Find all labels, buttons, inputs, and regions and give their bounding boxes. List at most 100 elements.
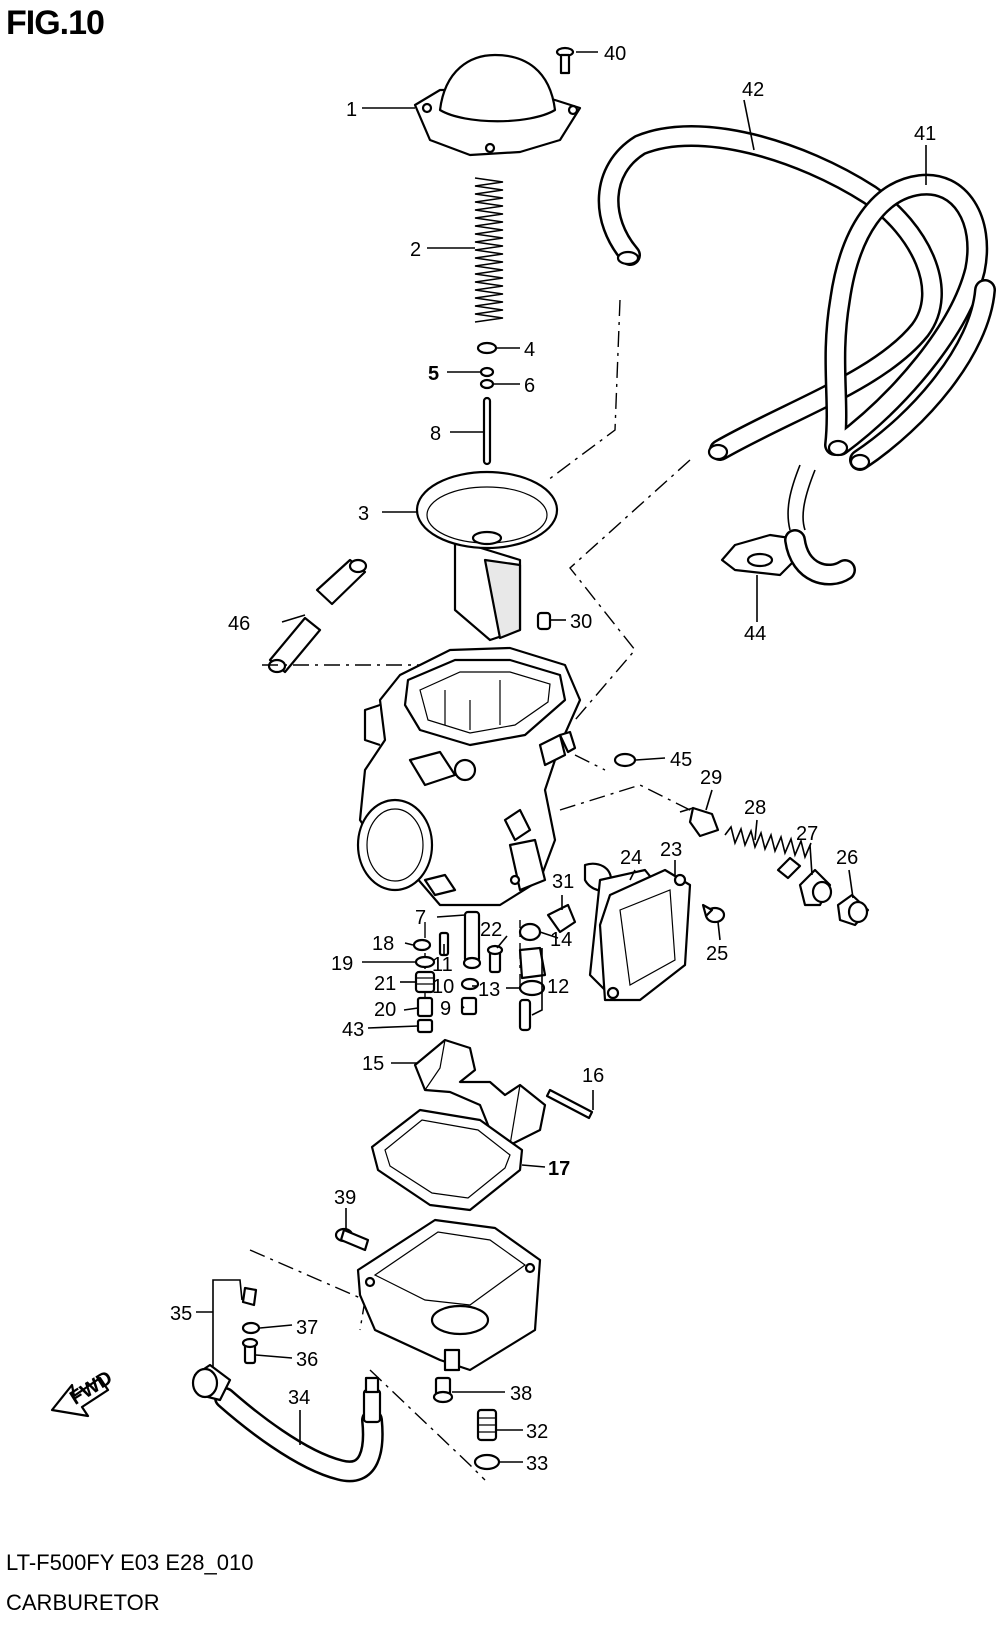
callout-44: 44	[744, 623, 766, 645]
nut-14[interactable]	[518, 922, 542, 942]
callout-10: 10	[432, 976, 454, 998]
spring-21[interactable]	[414, 970, 436, 994]
o-ring-13[interactable]	[518, 979, 546, 997]
leader-lines	[196, 51, 927, 1463]
fwd-label: FWD	[66, 1367, 116, 1410]
callout-32: 32	[526, 1421, 548, 1443]
pilot-screw-29[interactable]	[679, 806, 720, 838]
callout-labels: 1 2 3 4 5 6 7 8 9 10 11 12 13 14 15 16 1…	[170, 43, 936, 1475]
callout-26: 26	[836, 847, 858, 869]
callout-5: 5	[428, 363, 439, 385]
washer-33[interactable]	[473, 1453, 501, 1471]
callout-16: 16	[582, 1065, 604, 1087]
callout-22: 22	[480, 919, 502, 941]
washer-37[interactable]	[241, 1321, 261, 1335]
bracket-35[interactable]	[191, 1279, 258, 1402]
hose-46[interactable]	[267, 558, 368, 674]
assembly-line	[369, 1369, 486, 1481]
jet-43[interactable]	[416, 1018, 434, 1034]
screw-25[interactable]	[701, 903, 726, 924]
callout-45: 45	[670, 749, 692, 771]
callout-36: 36	[296, 1349, 318, 1371]
callout-11: 11	[432, 954, 453, 976]
assembly-line	[547, 299, 621, 481]
callout-17: 17	[548, 1158, 570, 1180]
callout-37: 37	[296, 1317, 318, 1339]
assembly-line	[574, 754, 606, 771]
callout-20: 20	[374, 999, 396, 1021]
callout-13: 13	[478, 979, 500, 1001]
callout-30: 30	[570, 611, 592, 633]
callout-1: 1	[346, 99, 357, 121]
vent-hose-41[interactable]	[824, 173, 996, 471]
callout-31: 31	[552, 871, 574, 893]
callout-6: 6	[524, 375, 535, 397]
main-jet-9[interactable]	[460, 996, 478, 1016]
assembly-line	[559, 784, 701, 816]
callout-4: 4	[524, 339, 535, 361]
jet-20[interactable]	[416, 996, 434, 1018]
callout-38: 38	[510, 1383, 532, 1405]
callout-25: 25	[706, 943, 728, 965]
washer-10[interactable]	[460, 977, 480, 991]
callout-24: 24	[620, 847, 642, 869]
cap-26[interactable]	[836, 893, 870, 927]
callout-28: 28	[744, 797, 766, 819]
callout-23: 23	[660, 839, 682, 861]
model-code: LT-F500FY E03 E28_010	[6, 1550, 254, 1575]
callout-39: 39	[334, 1187, 356, 1209]
jet-needle-8[interactable]	[482, 396, 492, 466]
float-pin-16[interactable]	[545, 1088, 594, 1120]
top-cap-1[interactable]	[413, 53, 582, 157]
assembly-line	[569, 459, 691, 721]
float-bowl-gasket-17[interactable]	[370, 1108, 524, 1212]
spring-32[interactable]	[476, 1408, 498, 1442]
callout-29: 29	[700, 767, 722, 789]
cover-23[interactable]	[598, 868, 692, 1002]
float-15[interactable]	[413, 1038, 547, 1147]
callout-35: 35	[170, 1303, 192, 1325]
callout-3: 3	[358, 503, 369, 525]
screw-36[interactable]	[241, 1337, 259, 1365]
screw-39[interactable]	[334, 1227, 370, 1252]
o-ring-45[interactable]	[613, 752, 637, 768]
hose-bracket-44[interactable]	[720, 464, 856, 586]
callout-43: 43	[342, 1019, 364, 1041]
callout-21: 21	[374, 973, 396, 995]
callout-14: 14	[550, 929, 572, 951]
callout-27: 27	[796, 823, 818, 845]
needle-jet-7[interactable]	[462, 910, 482, 970]
vent-hose-42[interactable]	[597, 124, 943, 461]
callout-2: 2	[410, 239, 421, 261]
callout-42: 42	[742, 79, 764, 101]
callout-46: 46	[228, 613, 250, 635]
spring-28[interactable]	[724, 825, 812, 880]
figure-title: FIG.10	[6, 4, 105, 42]
callout-12: 12	[547, 976, 569, 998]
callout-34: 34	[288, 1387, 310, 1409]
cap-27[interactable]	[798, 868, 833, 907]
jet-30[interactable]	[536, 611, 552, 631]
float-valve-12[interactable]	[518, 946, 547, 1032]
carburetor-body[interactable]	[356, 646, 613, 907]
callout-18: 18	[372, 933, 394, 955]
callout-40: 40	[604, 43, 626, 65]
washer-4[interactable]	[476, 341, 498, 355]
washer-19[interactable]	[414, 955, 436, 969]
callout-8: 8	[430, 423, 441, 445]
drain-screw-38[interactable]	[432, 1376, 454, 1404]
spring-2[interactable]	[474, 177, 504, 323]
screw-22[interactable]	[486, 944, 504, 974]
diaphragm-piston-3[interactable]	[415, 470, 559, 642]
washer-6[interactable]	[479, 378, 495, 390]
callout-33: 33	[526, 1453, 548, 1475]
screw-40[interactable]	[555, 46, 575, 75]
drain-hose-34[interactable]	[214, 1376, 384, 1483]
section-name: CARBURETOR	[6, 1590, 160, 1615]
washer-18[interactable]	[412, 938, 432, 952]
float-bowl[interactable]	[356, 1218, 542, 1372]
clip-5[interactable]	[479, 366, 495, 378]
callout-7: 7	[415, 907, 426, 929]
callout-15: 15	[362, 1053, 384, 1075]
